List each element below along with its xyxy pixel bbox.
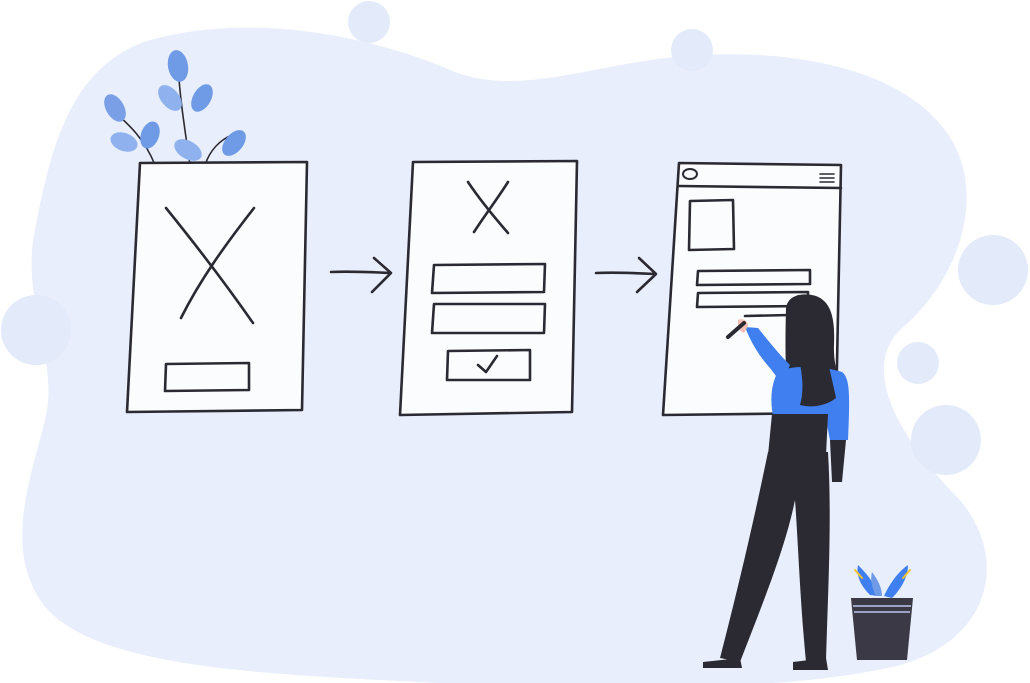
button-placeholder	[163, 361, 251, 393]
wireframe-card-sketch	[125, 160, 309, 414]
decor-bubble	[897, 342, 939, 384]
pen	[726, 321, 746, 339]
raised-arm	[745, 327, 790, 384]
pot	[851, 598, 913, 660]
decor-bubble	[1, 295, 71, 365]
shoe	[793, 658, 828, 670]
image-placeholder-icon	[466, 180, 510, 235]
decor-bubble	[348, 1, 390, 43]
leaf	[871, 572, 882, 596]
submit-placeholder	[445, 348, 532, 382]
input-placeholder	[430, 262, 547, 295]
image-placeholder-icon	[687, 198, 736, 252]
decor-bubble	[911, 405, 981, 475]
right-arrow-icon	[594, 256, 658, 294]
text-line-placeholder	[695, 268, 812, 287]
text-line-placeholder	[743, 313, 792, 318]
checkmark-icon	[476, 354, 499, 374]
browser-toolbar	[677, 184, 843, 190]
wireframe-card-form	[398, 159, 579, 417]
browser-dot-icon	[682, 168, 698, 180]
potted-plant	[851, 565, 913, 660]
leaf	[884, 565, 908, 598]
right-arrow-icon	[329, 256, 393, 294]
pants	[720, 452, 830, 662]
decor-bubble	[958, 235, 1028, 305]
hamburger-menu-icon	[819, 173, 835, 183]
shoe	[703, 658, 742, 668]
sparkle-icon	[854, 569, 911, 579]
plant-leaves	[104, 50, 246, 166]
input-placeholder	[430, 302, 547, 335]
woman-figure	[703, 294, 850, 670]
decor-bubble	[671, 29, 713, 71]
image-placeholder-icon	[164, 206, 256, 325]
